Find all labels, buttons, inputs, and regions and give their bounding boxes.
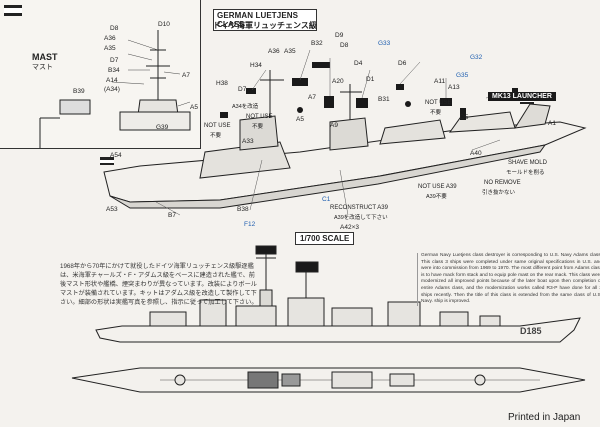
part-label: D4 [354, 60, 363, 67]
part-label: A7 [308, 94, 316, 101]
printed-in-japan: Printed in Japan [508, 412, 581, 423]
exploded-parts [220, 62, 518, 120]
part-label: A14 [106, 77, 118, 84]
part-label: B7 [168, 212, 176, 219]
a34-modify-note-jp: A34を改造 [232, 104, 259, 110]
not-use-note-3-jp: 不要 [430, 110, 442, 116]
part-label: B39 [73, 88, 85, 95]
part-label: A42×3 [340, 224, 359, 231]
part-label: D8 [340, 42, 349, 49]
not-use-note-1-jp: 不要 [210, 133, 222, 139]
shave-mold-note: SHAVE MOLD [508, 160, 547, 166]
part-label: D5 [460, 114, 469, 121]
part-label: H34 [250, 62, 262, 69]
part-label: F12 [244, 221, 256, 228]
not-use-note-2: NOT USE [246, 114, 273, 120]
shave-mold-note-jp: モールドを削る [506, 170, 545, 176]
part-label: D7 [238, 86, 247, 93]
part-label: A20 [332, 78, 344, 85]
part-label: B34 [108, 67, 120, 74]
mast-label: MAST [32, 52, 58, 62]
description-jp: 1968年から70年にかけて就役したドイツ海軍リュッチェンス級駆逐艦は、米海軍チ… [60, 263, 258, 306]
not-use-a39-note: NOT USE A39 [418, 184, 457, 190]
part-label: A11 [434, 78, 446, 85]
part-label: A1 [548, 120, 556, 127]
part-label: G32 [470, 54, 483, 61]
part-label: A7 [182, 72, 190, 79]
mast-label-jp: マスト [32, 64, 53, 71]
part-label: D6 [398, 60, 407, 67]
part-label: A36 [268, 48, 280, 55]
part-label: C1 [322, 196, 331, 203]
part-label: D1 [366, 76, 375, 83]
mk13-launcher-label: MK13 LAUNCHER [488, 92, 556, 101]
hull-number: D185 [520, 326, 542, 336]
part-label: B32 [311, 40, 323, 47]
top-view [71, 367, 586, 393]
part-label: D10 [158, 21, 170, 28]
part-label: A5 [296, 116, 304, 123]
part-label: D8 [110, 25, 119, 32]
not-use-note-2-jp: 不要 [252, 124, 264, 130]
part-label: G33 [378, 40, 391, 47]
mast-drawing [39, 30, 191, 148]
part-label: H38 [216, 80, 228, 87]
part-label: B38 [237, 206, 249, 213]
part-label: A5 [190, 104, 198, 111]
part-label: A54 [110, 152, 122, 159]
part-label: G35 [456, 72, 469, 79]
reconstruct-note-jp: A39を改造して下さい [334, 215, 388, 221]
flag-icon [100, 157, 114, 165]
flag-icon [4, 5, 22, 16]
part-label: A35 [284, 48, 296, 55]
side-profile [95, 245, 581, 343]
scale-label: 1/700 SCALE [295, 232, 355, 245]
part-label: A35 [104, 45, 116, 52]
main-ship [103, 70, 587, 209]
part-label: G39 [156, 124, 169, 131]
description-en: German Navy Luetjens class destroyer is … [417, 253, 600, 306]
not-use-note-1: NOT USE [204, 123, 231, 129]
part-label: D7 [110, 57, 119, 64]
title-box: GERMAN LUETJENS CLASS [213, 9, 317, 31]
reconstruct-note: RECONSTRUCT A39 [330, 205, 388, 211]
no-remove-note-jp: 引き抜かない [482, 190, 516, 196]
part-label: A13 [448, 84, 460, 91]
title-jp: ドイツ海軍リュッチェンス級 [213, 21, 317, 30]
no-remove-note: NO REMOVE [484, 180, 521, 186]
not-use-a39-note-jp: A39不要 [426, 194, 447, 200]
part-label: A53 [106, 206, 118, 213]
part-label: A9 [330, 122, 338, 129]
not-use-note-3: NOT USE [425, 100, 452, 106]
part-label: (A34) [104, 86, 120, 93]
title-en: GERMAN LUETJENS CLASS [217, 11, 299, 29]
part-label: A33 [242, 138, 254, 145]
part-label: A36 [104, 35, 116, 42]
part-label: B31 [378, 96, 390, 103]
part-label: A40 [470, 150, 482, 157]
part-label: D9 [335, 32, 344, 39]
mast-leader-lines [111, 39, 191, 107]
